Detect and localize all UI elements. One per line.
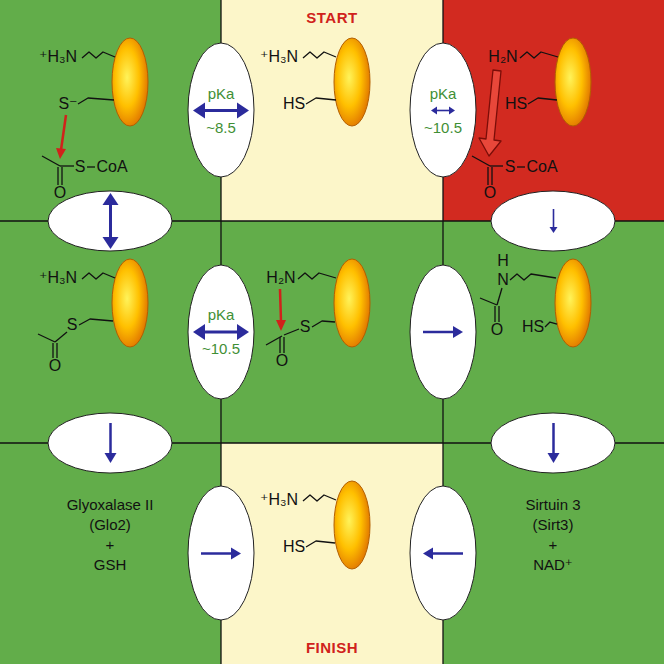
atom-label: ⁺H₃N <box>260 48 298 66</box>
cell-panel: ⁺H₃N S O <box>0 221 221 443</box>
atom-label: O <box>49 357 61 375</box>
enzyme-label: Sirtuin 3 <box>525 497 580 514</box>
atom-label: S <box>75 158 86 176</box>
transition-arrow <box>201 548 241 560</box>
transition-arrow <box>431 107 455 115</box>
enzyme-label: + <box>549 537 558 554</box>
enzyme-label: Glyoxalase II <box>67 497 154 514</box>
cell-panel: Sirtuin 3 (Sirt3) + NAD⁺ <box>443 443 664 664</box>
transition-arrow <box>548 423 560 463</box>
cell-panel: H₂N SO <box>221 221 443 443</box>
enzyme-label: + <box>106 537 115 554</box>
atom-label: O <box>276 352 288 370</box>
transition-arrow <box>103 193 119 249</box>
atom-label: H <box>497 252 509 270</box>
enzyme-label: (Sirt3) <box>533 517 574 534</box>
atom-label: O <box>484 184 496 202</box>
enzyme-label: (Glo2) <box>89 517 131 534</box>
cell-panel: HN O HS <box>443 221 664 443</box>
cell-panel: ⁺H₃N S⁻ S CoA O <box>0 0 221 221</box>
atom-label: O <box>54 184 66 202</box>
transition-oval <box>48 43 615 620</box>
atom-label: ⁺H₃N <box>39 269 77 287</box>
pka-label: pKa ~10.5 <box>417 77 469 145</box>
transition-arrow <box>423 326 463 338</box>
transition-arrow <box>105 423 117 463</box>
atom-label: H₂N <box>266 269 295 287</box>
atom-label: HS <box>505 95 527 113</box>
atom-label: S⁻ <box>58 95 77 113</box>
atom-label: CoA <box>96 158 127 176</box>
atom-label: N <box>497 271 509 289</box>
state-marker: FINISH <box>306 640 358 657</box>
atom-label: H₂N <box>488 48 517 66</box>
cell-panel: START ⁺H₃N HS <box>221 0 443 221</box>
atom-label: S <box>300 318 311 336</box>
transition-arrow <box>550 209 558 233</box>
atom-label: ⁺H₃N <box>260 491 298 509</box>
atom-label: HS <box>283 95 305 113</box>
atom-label: O <box>491 321 503 339</box>
atom-label: HS <box>522 318 544 336</box>
pka-label: pKa ~8.5 <box>195 77 247 145</box>
atom-label: HS <box>283 538 305 556</box>
enzyme-label: NAD⁺ <box>533 557 573 574</box>
atom-label: S <box>505 158 516 176</box>
atom-label: S <box>67 316 78 334</box>
pka-label: pKa ~10.5 <box>195 298 247 366</box>
atom-label: ⁺H₃N <box>39 48 77 66</box>
enzyme-label: GSH <box>94 557 127 574</box>
atom-label: CoA <box>526 158 557 176</box>
cell-panel: ⁺H₃N HS FINISH <box>221 443 443 664</box>
cell-panel: Glyoxalase II (Glo2) + GSH <box>0 443 221 664</box>
state-marker: START <box>306 10 357 27</box>
transition-arrow <box>193 103 249 119</box>
protein-blob <box>112 38 591 569</box>
transition-arrow <box>423 548 463 560</box>
transition-arrow <box>193 324 249 340</box>
cell-panel: H₂N HS S CoA O <box>443 0 664 221</box>
bonds <box>38 52 558 547</box>
